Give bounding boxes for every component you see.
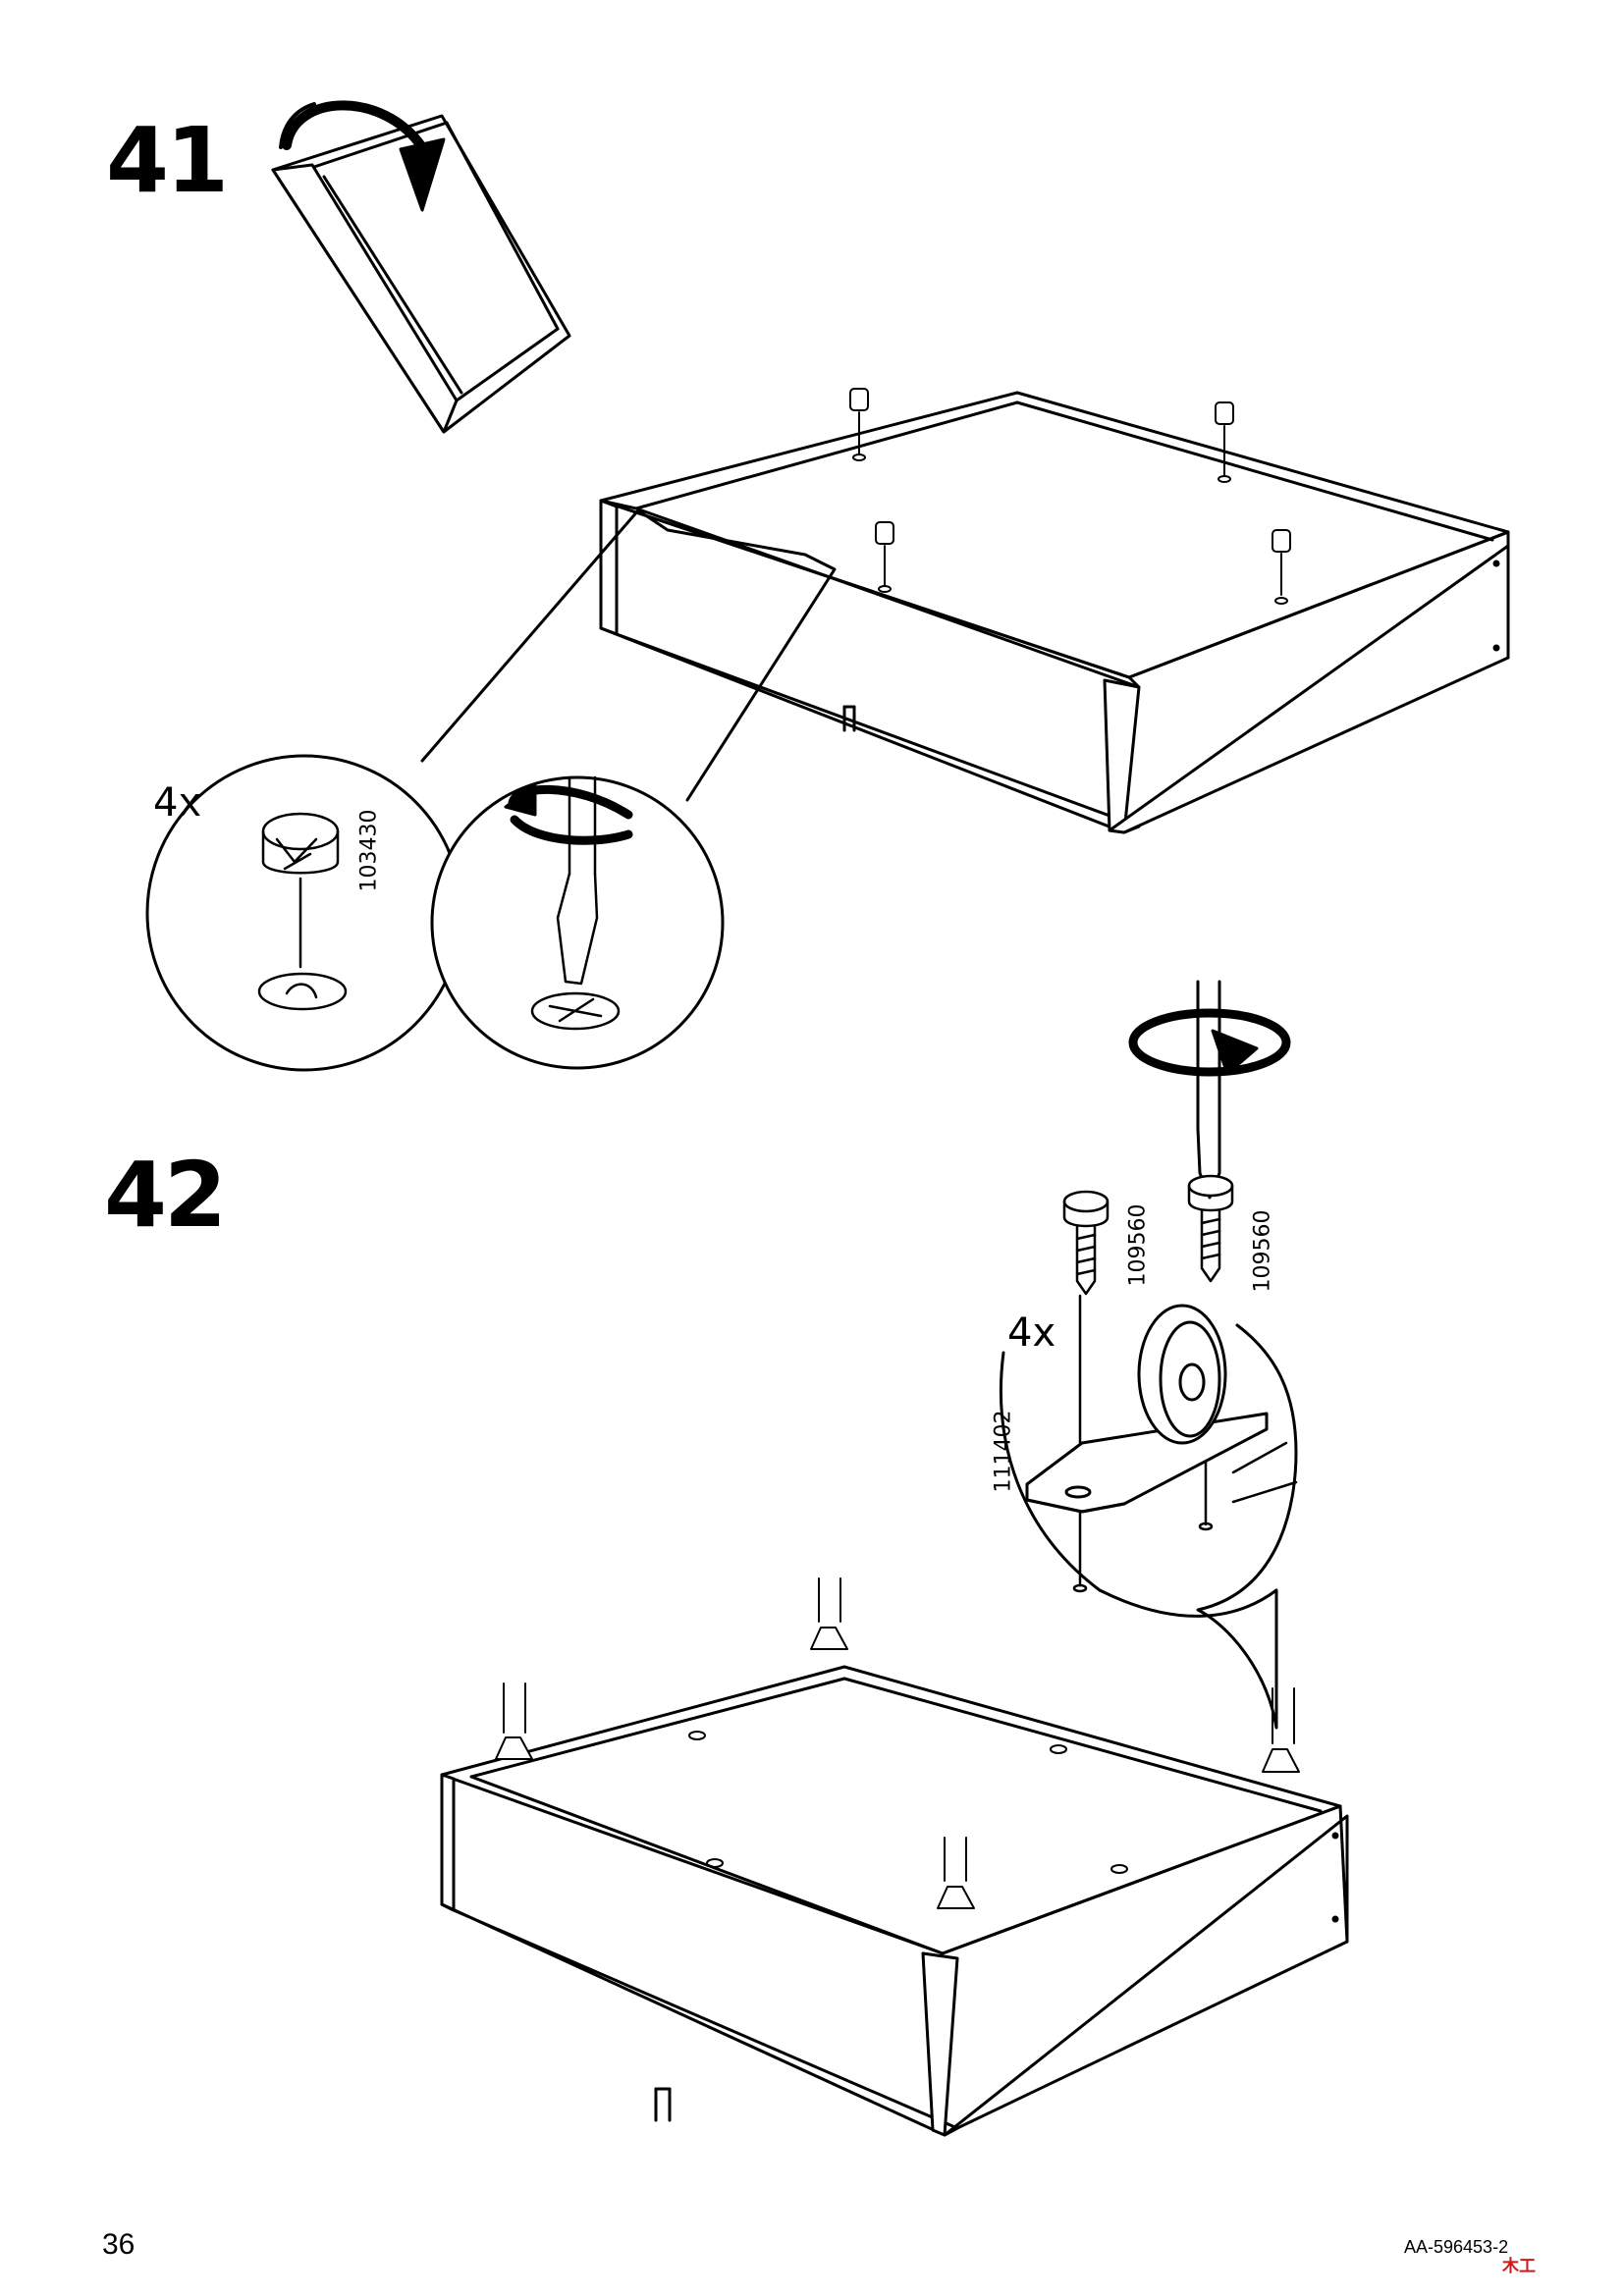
quantity-label-step41: 4x bbox=[153, 780, 202, 826]
screwdriver-detail-circle bbox=[420, 508, 837, 1070]
screwdriver-rotate-icon bbox=[1128, 980, 1291, 1200]
part-number-label: 103430 bbox=[356, 809, 382, 892]
page-number: 36 bbox=[102, 2228, 135, 2261]
castor-detail-circle bbox=[1000, 1294, 1298, 1730]
drawer-box-step42 bbox=[440, 1665, 1349, 2137]
step-number-41: 41 bbox=[106, 108, 229, 213]
cam-lock-markers bbox=[849, 388, 1291, 605]
castor-part-number-label: 111402 bbox=[991, 1410, 1016, 1493]
castor-markers bbox=[495, 1577, 1300, 1909]
screw-part-number-label: 109560 bbox=[1250, 1209, 1275, 1293]
screw-part-number-label: 109560 bbox=[1125, 1203, 1151, 1287]
document-code: AA-596453-2 bbox=[1404, 2237, 1509, 2257]
screw-icon bbox=[1062, 1174, 1234, 1296]
drawer-box-step41 bbox=[599, 391, 1510, 834]
curved-arrow-icon bbox=[279, 100, 446, 212]
flip-panel-illustration bbox=[271, 114, 571, 434]
quantity-label-step42: 4x bbox=[1007, 1310, 1056, 1356]
step-number-42: 42 bbox=[104, 1143, 227, 1248]
watermark-logo: 木工 bbox=[1502, 2257, 1536, 2276]
